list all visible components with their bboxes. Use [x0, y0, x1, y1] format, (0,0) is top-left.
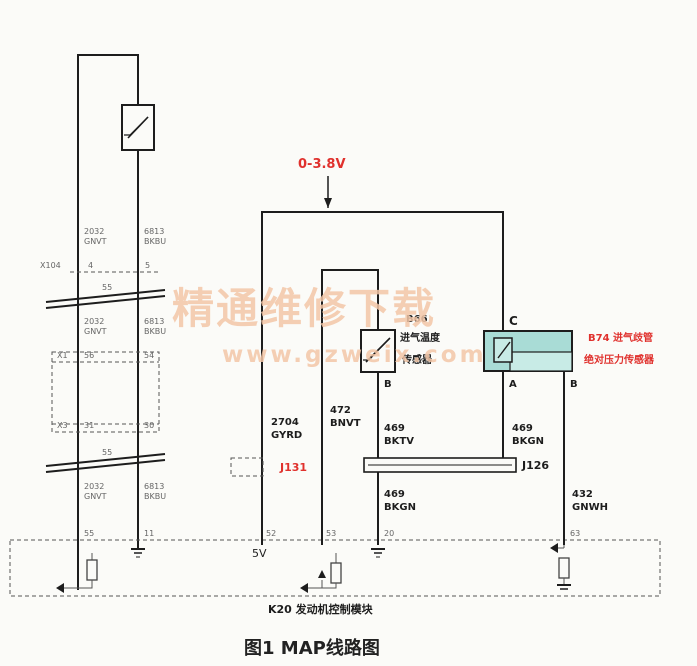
low-right-wire-code: 6813 [144, 482, 165, 491]
arrow-63 [550, 543, 558, 553]
b74-label-line2: 绝对压力传感器 [584, 355, 654, 366]
watermark-cn: 精通维修下载 [172, 284, 437, 333]
wire-2704-loop [261, 211, 504, 545]
wire-2704-color: GYRD [271, 430, 303, 441]
wire-469a-color: BKTV [384, 436, 414, 447]
break2-label: 55 [102, 448, 113, 457]
connector-x1-label: X1 [57, 351, 68, 360]
top-left-wire-code: 2032 [84, 227, 105, 236]
ecm-pin-53: 53 [326, 529, 337, 538]
x104-pin-left: 4 [88, 261, 94, 270]
mid-right-wire-code: 6813 [144, 317, 165, 326]
ecm-dashed-box [9, 539, 661, 597]
x104-pin-right: 5 [145, 261, 151, 270]
j126-label: J126 [522, 459, 550, 472]
mid-left-wire-color: GNVT [84, 327, 107, 336]
wire-472-code: 472 [330, 405, 351, 416]
b74-label-line1: B74 进气歧管 [588, 333, 654, 344]
b66-pin-b: B [384, 379, 392, 390]
break-slash-2 [45, 453, 166, 467]
ecm-pin-11: 11 [144, 529, 155, 538]
x3-pin-right: 30 [144, 421, 155, 430]
figure-caption: 图1 MAP线路图 [244, 638, 380, 659]
ecm-resistor-63 [558, 557, 570, 579]
wire-469a-code: 469 [384, 423, 405, 434]
wire-469c-code: 469 [384, 489, 405, 500]
b66-name: B66 [406, 314, 428, 325]
j131-label: J131 [280, 461, 308, 474]
x3-pin-left: 31 [84, 421, 95, 430]
wire-469c-color: BKGN [384, 502, 416, 513]
ecm-pin-20: 20 [384, 529, 395, 538]
low-left-wire-color: GNVT [84, 492, 107, 501]
ecm-pin-63: 63 [570, 529, 581, 538]
arrow-left [56, 583, 64, 593]
left-sensor-loop-wire [77, 54, 139, 590]
b66-line2: 传感器 [402, 355, 432, 366]
connector-x3-label: X3 [57, 421, 68, 430]
ecm-pin-52: 52 [266, 529, 277, 538]
top-right-wire-code: 6813 [144, 227, 165, 236]
connector-x104-label: X104 [40, 261, 61, 270]
low-right-wire-color: BKBU [144, 492, 167, 501]
wire-432-color: GNWH [572, 502, 608, 513]
wire-472-color: BNVT [330, 418, 361, 429]
low-left-wire-code: 2032 [84, 482, 105, 491]
supply-5v-label: 5V [252, 547, 267, 560]
b74-pin-b: B [570, 379, 578, 390]
b66-line1: 进气温度 [400, 333, 440, 344]
break-slash-1 [45, 289, 166, 303]
break1-label: 55 [102, 283, 113, 292]
top-right-wire-color: BKBU [144, 237, 167, 246]
voltage-range-label: 0-3.8V [298, 157, 346, 172]
ecm-resistor-53 [330, 562, 342, 584]
ecm-resistor-left [86, 559, 98, 581]
ecm-pin-55: 55 [84, 529, 95, 538]
wire-472-loop [321, 269, 379, 545]
x1-x3-dashed-box [51, 351, 160, 433]
watermark-url: www.gzweix.com [222, 342, 487, 368]
wire-2704-code: 2704 [271, 417, 299, 428]
wire-432-code: 432 [572, 489, 593, 500]
voltage-arrow [324, 198, 332, 208]
mid-left-wire-code: 2032 [84, 317, 105, 326]
b74-pin-a: A [509, 379, 517, 390]
mid-right-wire-color: BKBU [144, 327, 167, 336]
x1-pin-left: 56 [84, 351, 95, 360]
j131-box [230, 457, 264, 477]
top-left-wire-color: GNVT [84, 237, 107, 246]
x1-pin-right: 54 [144, 351, 155, 360]
arrow-53 [300, 583, 308, 593]
wire-469b-code: 469 [512, 423, 533, 434]
wire-469b-color: BKGN [512, 436, 544, 447]
module-label: K20 发动机控制模块 [268, 603, 373, 616]
b74-pin-c: C [509, 314, 518, 328]
